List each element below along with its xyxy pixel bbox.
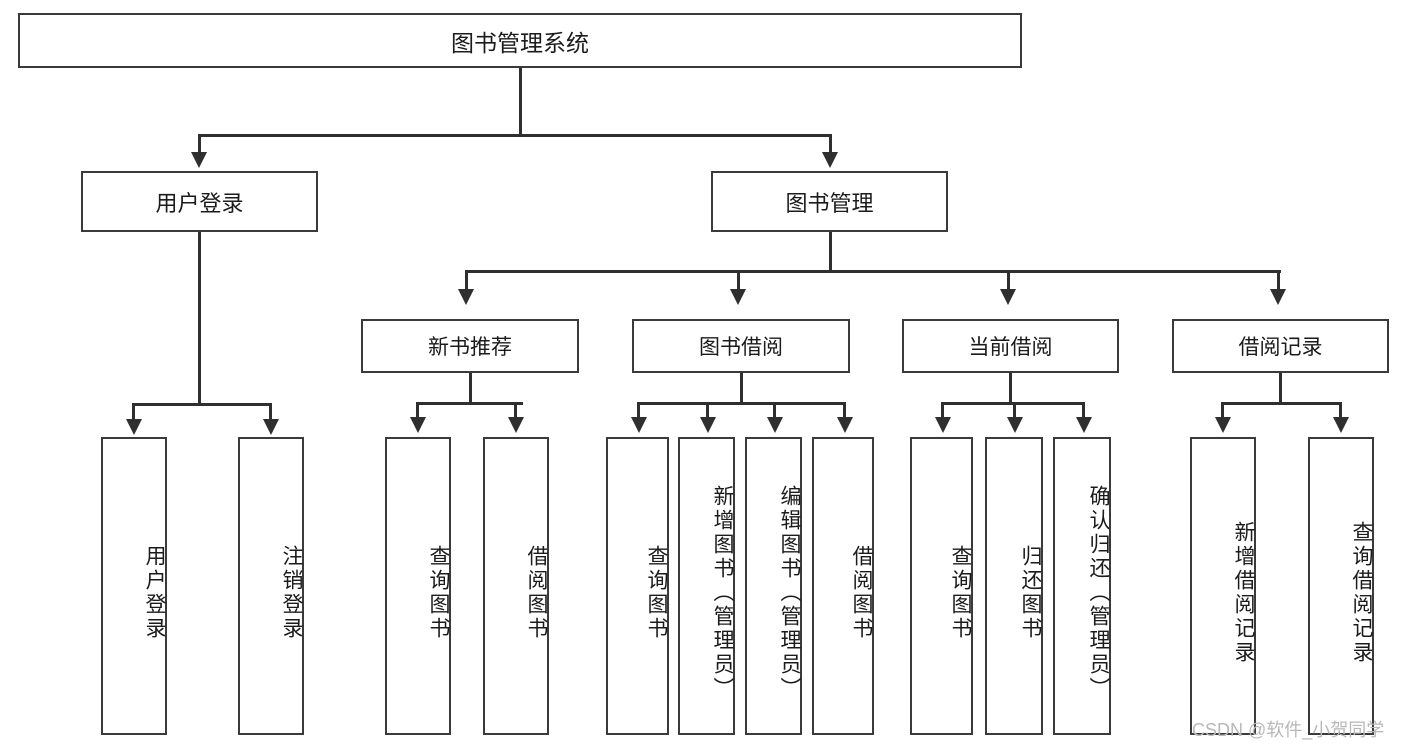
leaf-label: 归还图书 bbox=[1019, 545, 1042, 641]
node-book-management[interactable]: 图书管理 bbox=[711, 171, 948, 232]
node-user-login[interactable]: 用户登录 bbox=[81, 171, 318, 232]
csdn-watermark: CSDN @软件_小贺同学 bbox=[1192, 720, 1385, 740]
node-current-borrow[interactable]: 当前借阅 bbox=[902, 319, 1119, 373]
leaf-user-login[interactable]: 用户登录 bbox=[101, 437, 167, 735]
arrow-to-leaf-query-borrow-record bbox=[1333, 417, 1349, 433]
leaf-query-borrow-record[interactable]: 查询借阅记录 bbox=[1308, 437, 1374, 735]
leaf-add-borrow-record[interactable]: 新增借阅记录 bbox=[1190, 437, 1256, 735]
node-book-borrow[interactable]: 图书借阅 bbox=[632, 319, 850, 373]
arrow-to-leaf-confirm-return bbox=[1076, 417, 1092, 433]
edge-user-login-stem bbox=[198, 232, 201, 405]
arrow-to-borrow-record bbox=[1270, 289, 1286, 305]
edge-book-borrow-stem bbox=[740, 373, 743, 404]
leaf-borrow-book-borrow[interactable]: 借阅图书 bbox=[812, 437, 874, 735]
edge-user-login-bus bbox=[132, 403, 271, 406]
edge-to-leaf-return-book bbox=[1013, 402, 1016, 418]
arrow-to-new-book-recommend bbox=[458, 289, 474, 305]
edge-to-leaf-query-book-3 bbox=[941, 402, 944, 418]
edge-book-management-stem bbox=[829, 232, 832, 272]
leaf-label: 新增借阅记录 bbox=[1232, 521, 1255, 665]
arrow-to-user-login bbox=[191, 152, 207, 168]
leaf-label: 查询图书 bbox=[427, 545, 450, 641]
leaf-edit-book-admin[interactable]: 编辑图书（管理员） bbox=[745, 437, 802, 735]
leaf-label: 编辑图书（管理员） bbox=[778, 485, 801, 701]
edge-root-stem bbox=[519, 68, 522, 136]
edge-to-leaf-query-book-1 bbox=[416, 402, 419, 418]
arrow-to-leaf-query-book-1 bbox=[410, 417, 426, 433]
edge-borrow-record-bus bbox=[1221, 402, 1340, 405]
arrow-to-leaf-logout bbox=[263, 419, 279, 435]
arrow-to-leaf-query-book-3 bbox=[935, 417, 951, 433]
edge-new-book-recommend-stem bbox=[469, 373, 472, 404]
leaf-add-book-admin[interactable]: 新增图书（管理员） bbox=[678, 437, 735, 735]
leaf-query-book-recommend[interactable]: 查询图书 bbox=[385, 437, 451, 735]
edge-to-leaf-confirm-return bbox=[1082, 402, 1085, 418]
edge-current-borrow-stem bbox=[1009, 373, 1012, 404]
leaf-label: 确认归还（管理员） bbox=[1087, 485, 1110, 701]
edge-borrow-record-stem bbox=[1279, 373, 1282, 404]
arrow-to-leaf-return-book bbox=[1007, 417, 1023, 433]
edge-level2-bus bbox=[198, 134, 831, 137]
leaf-label: 借阅图书 bbox=[525, 545, 548, 641]
arrow-to-leaf-borrow-book-1 bbox=[508, 417, 524, 433]
arrow-to-leaf-add-book bbox=[700, 417, 716, 433]
arrow-to-book-borrow bbox=[730, 289, 746, 305]
edge-to-user-login bbox=[198, 134, 201, 156]
edge-to-borrow-record bbox=[1277, 270, 1280, 292]
leaf-borrow-book-recommend[interactable]: 借阅图书 bbox=[483, 437, 549, 735]
edge-new-book-recommend-bus bbox=[416, 402, 523, 405]
leaf-confirm-return-admin[interactable]: 确认归还（管理员） bbox=[1053, 437, 1111, 735]
node-root-book-management-system[interactable]: 图书管理系统 bbox=[18, 13, 1022, 68]
arrow-to-current-borrow bbox=[1000, 289, 1016, 305]
arrow-to-book-management bbox=[822, 152, 838, 168]
edge-to-leaf-add-book bbox=[706, 402, 709, 418]
edge-level3-bus bbox=[465, 270, 1281, 273]
edge-to-new-book-recommend bbox=[465, 270, 468, 292]
edge-current-borrow-bus bbox=[941, 402, 1082, 405]
leaf-query-book-current[interactable]: 查询图书 bbox=[910, 437, 973, 735]
leaf-label: 用户登录 bbox=[143, 545, 166, 641]
arrow-to-leaf-query-book-2 bbox=[631, 417, 647, 433]
edge-to-leaf-add-borrow-record bbox=[1221, 402, 1224, 418]
arrow-to-leaf-user-login bbox=[126, 419, 142, 435]
node-new-book-recommend[interactable]: 新书推荐 bbox=[361, 319, 579, 373]
edge-to-leaf-user-login bbox=[132, 403, 135, 421]
leaf-label: 查询借阅记录 bbox=[1350, 521, 1373, 665]
edge-to-leaf-query-book-2 bbox=[637, 402, 640, 418]
leaf-label: 查询图书 bbox=[645, 545, 668, 641]
leaf-label: 新增图书（管理员） bbox=[711, 485, 734, 701]
edge-book-borrow-bus bbox=[637, 402, 843, 405]
edge-to-book-management bbox=[829, 134, 832, 156]
leaf-label: 查询图书 bbox=[949, 545, 972, 641]
edge-to-current-borrow bbox=[1007, 270, 1010, 292]
edge-to-leaf-borrow-book-2 bbox=[843, 402, 846, 418]
edge-to-book-borrow bbox=[737, 270, 740, 292]
leaf-label: 借阅图书 bbox=[850, 545, 873, 641]
arrow-to-leaf-edit-book bbox=[767, 417, 783, 433]
edge-to-leaf-logout bbox=[269, 403, 272, 421]
edge-to-leaf-edit-book bbox=[773, 402, 776, 418]
arrow-to-leaf-add-borrow-record bbox=[1215, 417, 1231, 433]
edge-to-leaf-query-borrow-record bbox=[1339, 402, 1342, 418]
edge-to-leaf-borrow-book-1 bbox=[514, 402, 517, 418]
leaf-query-book-borrow[interactable]: 查询图书 bbox=[606, 437, 669, 735]
node-borrow-record[interactable]: 借阅记录 bbox=[1172, 319, 1389, 373]
arrow-to-leaf-borrow-book-2 bbox=[837, 417, 853, 433]
leaf-label: 注销登录 bbox=[280, 545, 303, 641]
leaf-return-book[interactable]: 归还图书 bbox=[985, 437, 1043, 735]
leaf-logout[interactable]: 注销登录 bbox=[238, 437, 304, 735]
